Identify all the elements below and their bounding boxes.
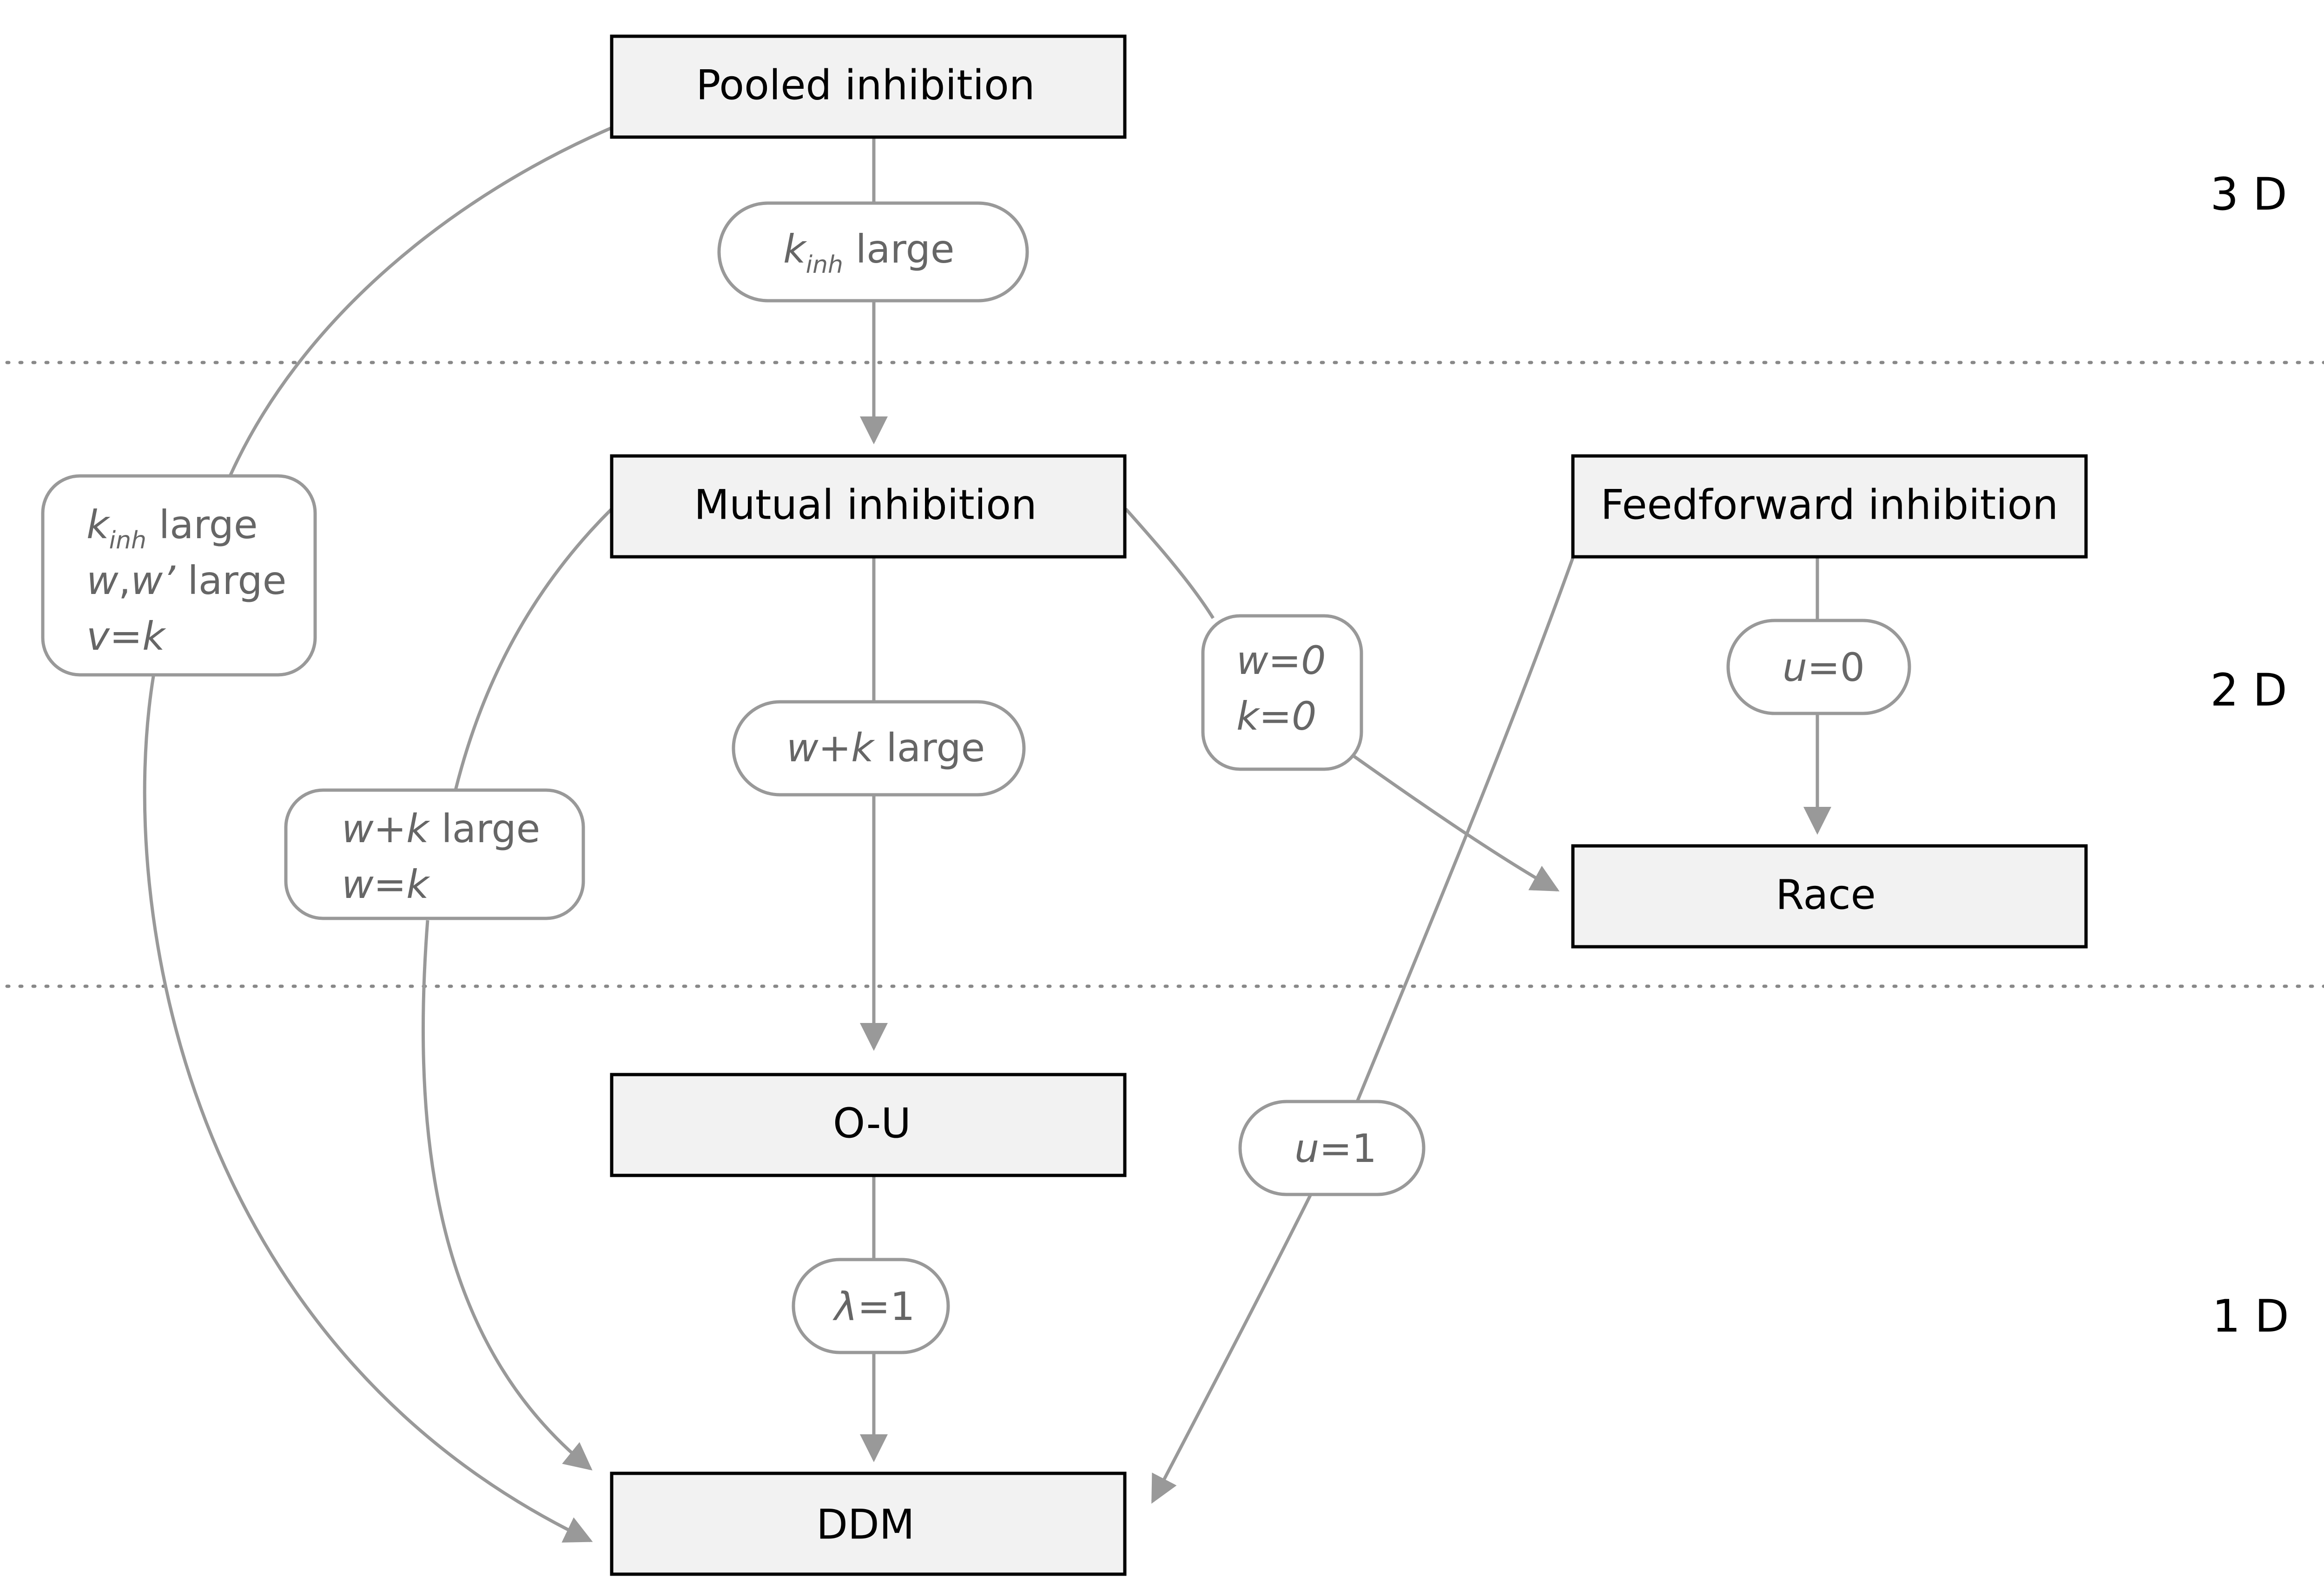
node-feedforward-label: Feedforward inhibition	[1601, 481, 2059, 529]
node-race-label: Race	[1776, 871, 1876, 919]
node-ddm	[610, 1471, 1127, 1576]
dimension-label-3d: 3 D	[2210, 168, 2287, 220]
condition-pooled-to-ddm-line2: w,w’ large	[86, 558, 286, 603]
dimension-label-2d: 2 D	[2210, 664, 2287, 716]
edge-feedforward-to-ddm-upper	[1355, 557, 1575, 1102]
condition-feedforward-to-ddm: u=1	[1294, 1126, 1377, 1171]
condition-pooled-to-mutual: kinh large	[783, 226, 955, 279]
condition-box-mutual-to-ou	[732, 700, 1026, 797]
dimension-label-1d: 1 D	[2212, 1290, 2289, 1342]
node-mutual-inhibition	[610, 454, 1127, 559]
edge-feedforward-to-ddm-lower	[1151, 1194, 1313, 1504]
condition-pooled-to-ddm-line1: kinh large	[86, 502, 258, 554]
node-ddm-label: DDM	[816, 1501, 914, 1549]
node-pooled-inhibition	[610, 34, 1127, 139]
condition-box-feedforward-to-race	[1726, 619, 1911, 715]
node-race	[1571, 844, 2088, 949]
edge-pooled-to-ddm-lower	[143, 676, 593, 1543]
node-mutual-label: Mutual inhibition	[694, 481, 1037, 529]
condition-mutual-to-race-line1: w=0	[1236, 638, 1326, 683]
node-ou-label: O-U	[833, 1100, 911, 1148]
condition-box-ou-to-ddm	[792, 1258, 950, 1354]
node-pooled-label: Pooled inhibition	[696, 61, 1035, 109]
node-ou	[610, 1073, 1127, 1177]
condition-mutual-to-ou: w+k large	[786, 725, 985, 771]
condition-feedforward-to-race: u=0	[1783, 645, 1865, 690]
edge-mutual-to-ddm-lower	[421, 920, 593, 1471]
condition-box-feedforward-to-ddm	[1238, 1100, 1426, 1196]
node-feedforward-inhibition	[1571, 454, 2088, 559]
condition-box-pooled-to-mutual	[717, 201, 1029, 303]
edge-mutual-to-ddm-upper	[454, 508, 613, 791]
edge-mutual-to-race-upper	[1124, 508, 1215, 619]
condition-pooled-to-ddm-line3: v=k	[86, 614, 166, 659]
edge-mutual-to-race-lower	[1351, 754, 1560, 892]
condition-mutual-to-race-line2: k=0	[1236, 693, 1316, 739]
condition-mutual-to-ddm-line2: w=k	[342, 862, 430, 907]
condition-mutual-to-ddm-line1: w+k large	[342, 806, 540, 851]
edge-pooled-to-ddm-upper	[228, 126, 613, 477]
condition-ou-to-ddm: λ=1	[832, 1284, 915, 1329]
condition-box-pooled-to-ddm	[41, 474, 317, 677]
condition-box-mutual-to-race	[1201, 614, 1363, 771]
condition-box-mutual-to-ddm	[284, 788, 585, 920]
